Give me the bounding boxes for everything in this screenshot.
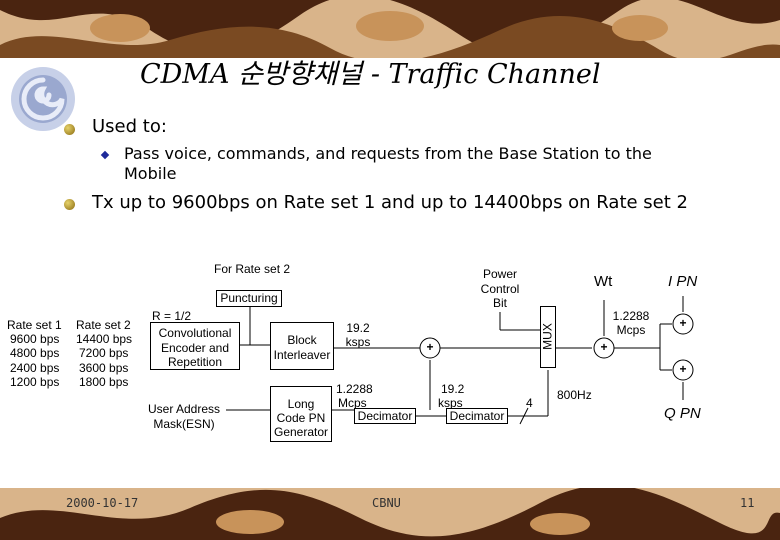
decimator-block-2: Decimator (446, 408, 508, 424)
rate-set2-rate: 3600 bps (79, 361, 129, 375)
user-address-line: User Address (147, 402, 221, 416)
symbol-rate-label: 19.2 (441, 382, 465, 396)
symbol-rate-unit: ksps (438, 396, 463, 410)
rate-set2-rate: 14400 bps (76, 332, 133, 346)
rate-set1-rate: 9600 bps (10, 332, 60, 346)
bullet-tx: Tx up to 9600bps on Rate set 1 and up to… (92, 192, 688, 213)
adder-1-plus: + (426, 340, 434, 354)
long-code-generator-block: Long Code PN Generator (270, 386, 332, 442)
symbol-rate-label: 19.2 (346, 321, 370, 335)
convolutional-encoder-block: Convolutional Encoder and Repetition (150, 322, 240, 370)
adder-2-plus: + (600, 340, 608, 354)
symbol-rate-unit: ksps (345, 335, 371, 349)
decorative-footer-band (0, 488, 780, 540)
decimator-block-1: Decimator (354, 408, 416, 424)
mux-label: MUX (540, 323, 555, 350)
power-control-line: Bit (492, 296, 507, 310)
power-control-line: Power (482, 267, 517, 281)
frequency-label: 800Hz (557, 388, 592, 402)
block-interleaver-block: Block Interleaver (270, 322, 334, 370)
bullet-used-to: Used to: (92, 116, 167, 137)
rate-set1-rate: 4800 bps (10, 346, 60, 360)
decorative-swirl-pattern (0, 488, 780, 540)
puncturing-block: Puncturing (216, 290, 282, 307)
bullet-icon (64, 199, 75, 210)
i-pn-label: I PN (668, 273, 698, 290)
long-code-line: Code PN (276, 411, 326, 425)
long-code-line: Generator (273, 425, 329, 439)
chip-rate-label: 1.2288 (612, 309, 650, 323)
adder-i-plus: + (679, 316, 687, 330)
encoder-line: Encoder and (160, 341, 230, 355)
long-code-line: Long (287, 397, 315, 411)
footer-date: 2000-10-17 (66, 496, 139, 510)
rate-set2-rate: 7200 bps (79, 346, 129, 360)
bit-count-label: 4 (526, 396, 533, 410)
encoder-line: Repetition (167, 355, 223, 369)
adder-q-plus: + (679, 362, 687, 376)
rate-set1-rate: 2400 bps (10, 361, 60, 375)
code-rate-label: R = 1/2 (152, 309, 192, 323)
bullet-icon (64, 124, 75, 135)
user-address-line: Mask(ESN) (153, 417, 215, 431)
rate-set1-header: Rate set 1 (7, 318, 62, 332)
sub-bullet-text: Pass voice, commands, and requests from … (124, 144, 652, 183)
q-pn-label: Q PN (664, 405, 701, 422)
interleaver-line: Interleaver (273, 348, 331, 362)
footer-org: CBNU (372, 496, 401, 510)
mux-block: MUX (540, 306, 556, 368)
rate-set2-rate: 1800 bps (79, 375, 129, 389)
decorative-header-band (0, 0, 780, 58)
decorative-swirl-pattern (0, 0, 780, 58)
for-rate-set2-label: For Rate set 2 (214, 262, 291, 276)
encoder-line: Convolutional (158, 326, 232, 340)
chip-rate-unit: Mcps (616, 323, 646, 337)
chip-rate-unit: Mcps (338, 396, 367, 410)
page-title: CDMA 순방향채널 - Traffic Channel (140, 59, 601, 90)
power-control-line: Control (480, 282, 520, 296)
footer-page-number: 11 (740, 496, 755, 510)
rate-set1-rate: 1200 bps (10, 375, 60, 389)
swirl-logo-icon (11, 67, 75, 131)
interleaver-line: Block (287, 333, 317, 347)
chip-rate-label: 1.2288 (336, 382, 373, 396)
rate-set2-header: Rate set 2 (76, 318, 131, 332)
walsh-code-label: Wt (594, 273, 613, 290)
